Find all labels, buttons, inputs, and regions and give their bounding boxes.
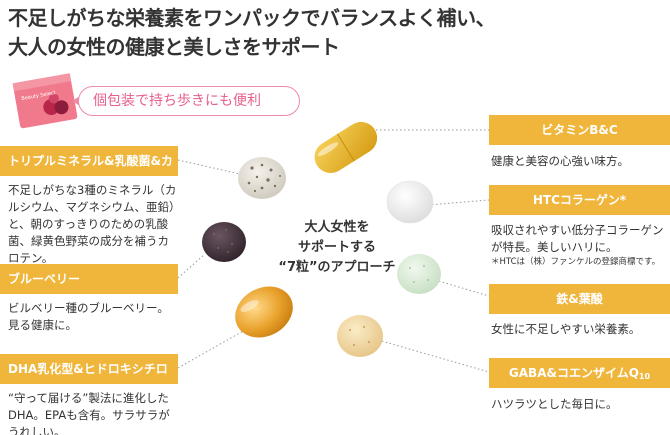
item-title-iron: 鉄&葉酸 (489, 284, 670, 314)
item-desc-vitamin: 健康と美容の心強い味方。 (491, 154, 629, 168)
headline: 不足しがちな栄養素をワンパックでバランスよく補い、 大人の女性の健康と美しさをサ… (8, 4, 608, 62)
pack-label: Beauty Select (21, 90, 56, 102)
item-note-collagen: ＊HTCは（株）ファンケルの登録商標です。 (491, 257, 661, 267)
dha-softgel (235, 286, 293, 338)
iron-tablet (397, 254, 441, 294)
item-desc-gaba: ハツラツとした毎日に。 (491, 397, 618, 411)
supplement-pack-image: Beauty Select (12, 73, 78, 129)
mineral-tablet (238, 157, 286, 199)
item-desc-collagen: 吸収されやすい低分子コラーゲンが特長。美しいハリに。 ＊HTCは（株）ファンケル… (491, 222, 666, 268)
item-desc-blueberry: ビルベリー種のブルーベリー。見る健康に。 (8, 301, 169, 332)
individual-pack-bubble: 個包装で持ち歩きにも便利 (78, 86, 300, 116)
item-title-vitamin: ビタミンB&C (489, 115, 670, 145)
item-desc-mineral: 不足しがちな3種のミネラル（カルシウム、マグネシウム、亜鉛）と、朝のすっきりのた… (8, 183, 177, 265)
vitamin-capsule (314, 121, 378, 174)
item-desc-collagen-text: 吸収されやすい低分子コラーゲンが特長。美しいハリに。 (491, 223, 664, 254)
center-line-2: サポートする (297, 240, 376, 255)
center-line-3: “7粒”のアプローチ (278, 260, 396, 275)
headline-line-1: 不足しがちな栄養素をワンパックでバランスよく補い、 (8, 6, 496, 30)
item-title-blueberry: ブルーベリー (0, 264, 178, 294)
collagen-tablet (386, 180, 434, 224)
item-title-gaba: GABA&コエンザイムQ10 (489, 358, 670, 388)
headline-line-2: 大人の女性の健康と美しさをサポート (8, 35, 340, 59)
item-desc-iron: 女性に不足しやすい栄養素。 (491, 322, 641, 336)
gaba-tablet (337, 315, 383, 357)
item-title-gaba-sub: 10 (638, 372, 651, 381)
blueberry-tablet (202, 222, 246, 262)
center-caption: 大人女性を サポートする “7粒”のアプローチ (278, 218, 396, 278)
bubble-tail (72, 96, 80, 106)
item-desc-dha: “守って届ける”製法に進化したDHA。EPAも含有。サラサラがうれしい。 (8, 391, 170, 435)
item-title-mineral: トリプルミネラル&乳酸菌&カロテン (0, 146, 178, 198)
center-line-1: 大人女性を (304, 220, 370, 235)
item-title-dha: DHA乳化型&ヒドロキシチロソール (0, 354, 178, 406)
item-title-gaba-text: GABA&コエンザイムQ (508, 366, 639, 380)
item-title-collagen: HTCコラーゲン* (489, 185, 670, 215)
